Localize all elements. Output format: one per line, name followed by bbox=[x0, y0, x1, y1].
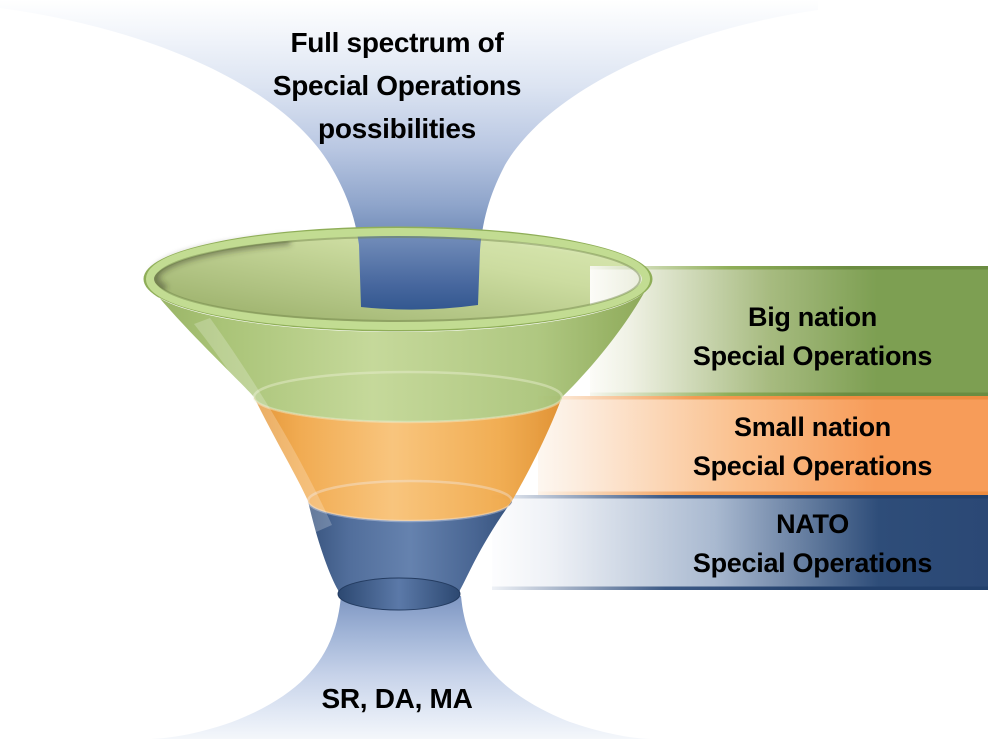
diagram-title: Full spectrum of Special Operations poss… bbox=[197, 21, 597, 150]
stage-boundary-ring-1 bbox=[252, 370, 564, 424]
bar-label-line-2: Special Operations bbox=[692, 451, 933, 481]
funnel-stage-green bbox=[146, 282, 650, 422]
bar-label-line-2: Special Operations bbox=[692, 548, 933, 578]
bar-label-big-nation: Big nation Special Operations bbox=[640, 298, 985, 376]
input-stream bbox=[0, 0, 818, 310]
title-line-2: Special Operations bbox=[272, 70, 522, 101]
bar-label-line-2: Special Operations bbox=[692, 341, 933, 371]
funnel-stem-cap bbox=[337, 577, 461, 611]
output-stream bbox=[148, 596, 655, 739]
bar-small-nation bbox=[538, 396, 988, 495]
bar-label-line-1: Small nation bbox=[734, 412, 891, 442]
stage-boundary-ring-2 bbox=[306, 479, 514, 523]
output-label: SR, DA, MA bbox=[321, 683, 473, 714]
title-line-3: possibilities bbox=[318, 113, 476, 144]
funnel-stage-blue bbox=[308, 501, 512, 605]
bar-label-small-nation: Small nation Special Operations bbox=[640, 408, 985, 486]
bar-label-nato: NATO Special Operations bbox=[640, 505, 985, 583]
bar-label-line-1: Big nation bbox=[748, 302, 877, 332]
glass-sheen bbox=[194, 318, 332, 532]
funnel-stage-orange bbox=[254, 397, 562, 521]
bar-label-line-1: NATO bbox=[776, 509, 849, 539]
title-line-1: Full spectrum of bbox=[290, 27, 504, 58]
funnel-rim bbox=[143, 226, 653, 332]
bar-big-nation bbox=[590, 266, 988, 396]
bar-nato bbox=[492, 495, 988, 590]
